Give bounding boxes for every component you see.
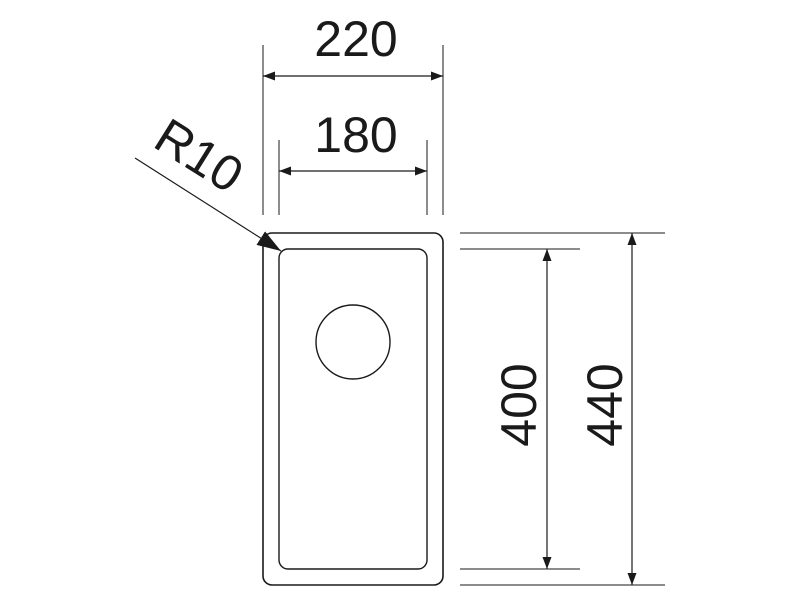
label-outer-width: 220	[314, 11, 397, 67]
sink-outer-outline	[262, 232, 444, 586]
label-inner-height: 400	[491, 363, 547, 446]
sink-inner-bowl	[278, 248, 428, 570]
label-inner-width: 180	[314, 107, 397, 163]
radius-leader-line	[134, 157, 282, 252]
drain-circle	[315, 304, 391, 380]
label-corner-radius: R10	[145, 108, 252, 204]
label-outer-height: 440	[577, 363, 633, 446]
